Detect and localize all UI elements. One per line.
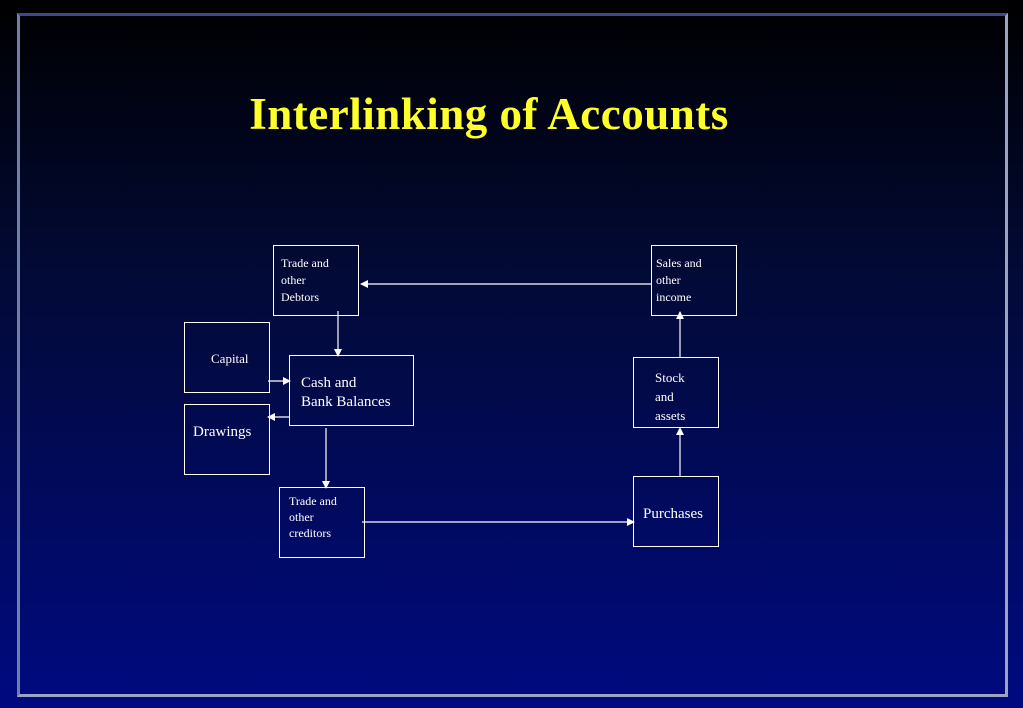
slide-frame bbox=[17, 13, 1008, 697]
node-capital: Capital bbox=[184, 322, 270, 393]
node-trade-creditors: Trade and other creditors bbox=[279, 487, 365, 558]
node-drawings: Drawings bbox=[184, 404, 270, 475]
node-trade-debtors: Trade and other Debtors bbox=[273, 245, 359, 316]
node-purchases: Purchases bbox=[633, 476, 719, 547]
node-sales-income: Sales and other income bbox=[651, 245, 737, 316]
node-cash-bank: Cash and Bank Balances bbox=[289, 355, 414, 426]
slide-title: Interlinking of Accounts bbox=[249, 89, 729, 139]
node-stock-assets: Stock and assets bbox=[633, 357, 719, 428]
